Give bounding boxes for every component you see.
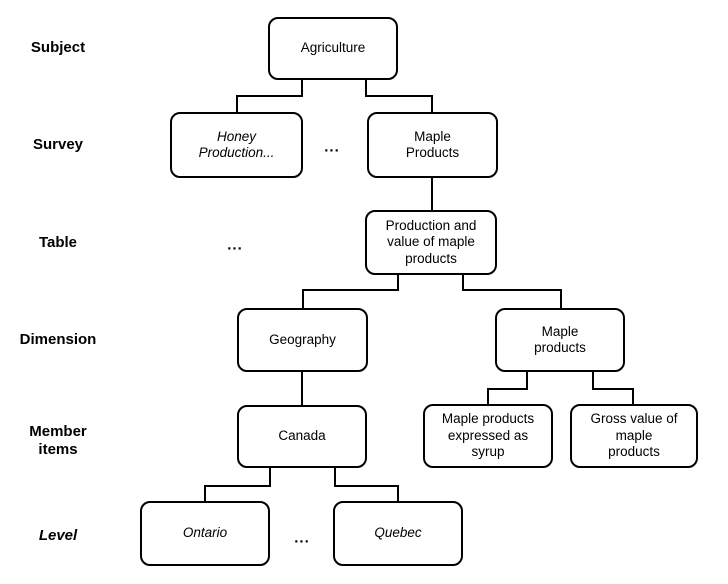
connector-agriculture-maple-products	[365, 80, 433, 112]
row-label-dimension: Dimension	[19, 331, 97, 348]
node-quebec: Quebec	[333, 501, 463, 566]
row-label-subject: Subject	[30, 39, 86, 56]
node-production-and-value: Production and value of maple products	[365, 210, 497, 275]
row-label-level: Level	[38, 527, 78, 544]
node-ontario-label: Ontario	[182, 525, 228, 541]
row-label-table: Table	[38, 234, 78, 251]
node-ontario: Ontario	[140, 501, 270, 566]
node-quebec-label: Quebec	[374, 525, 422, 541]
node-geography: Geography	[237, 308, 368, 372]
node-gross-value: Gross value of maple products	[570, 404, 698, 468]
ellipsis-table: ...	[227, 236, 243, 254]
node-geography-label: Geography	[269, 331, 336, 347]
node-maple-products-survey-label: Maple Products	[405, 128, 460, 161]
row-label-member-items: Member items	[29, 423, 87, 458]
node-maple-syrup-label: Maple products expressed as syrup	[441, 411, 535, 460]
row-label-survey: Survey	[32, 136, 84, 153]
node-honey-production-label: Honey Production...	[198, 128, 275, 161]
ellipsis-level: ...	[294, 529, 310, 547]
node-maple-syrup: Maple products expressed as syrup	[423, 404, 553, 468]
connector-agriculture-honey	[236, 80, 303, 112]
node-production-and-value-label: Production and value of maple products	[385, 217, 477, 266]
connector-canada-ontario	[204, 468, 271, 501]
connector-dimension-syrup	[487, 372, 528, 404]
node-honey-production: Honey Production...	[170, 112, 303, 178]
connector-production-maple-dimension	[462, 275, 562, 308]
node-agriculture: Agriculture	[268, 17, 398, 80]
node-agriculture-label: Agriculture	[300, 40, 366, 56]
connector-dimension-gross-value	[592, 372, 634, 404]
node-canada: Canada	[237, 405, 367, 468]
connector-production-geography	[302, 275, 399, 308]
node-canada-label: Canada	[278, 428, 326, 444]
node-maple-products-dimension-label: Maple products	[534, 323, 586, 356]
connector-canada-quebec	[334, 468, 399, 501]
ellipsis-survey: ...	[324, 138, 340, 156]
node-maple-products-survey: Maple Products	[367, 112, 498, 178]
node-gross-value-label: Gross value of maple products	[590, 411, 678, 460]
node-maple-products-dimension: Maple products	[495, 308, 625, 372]
